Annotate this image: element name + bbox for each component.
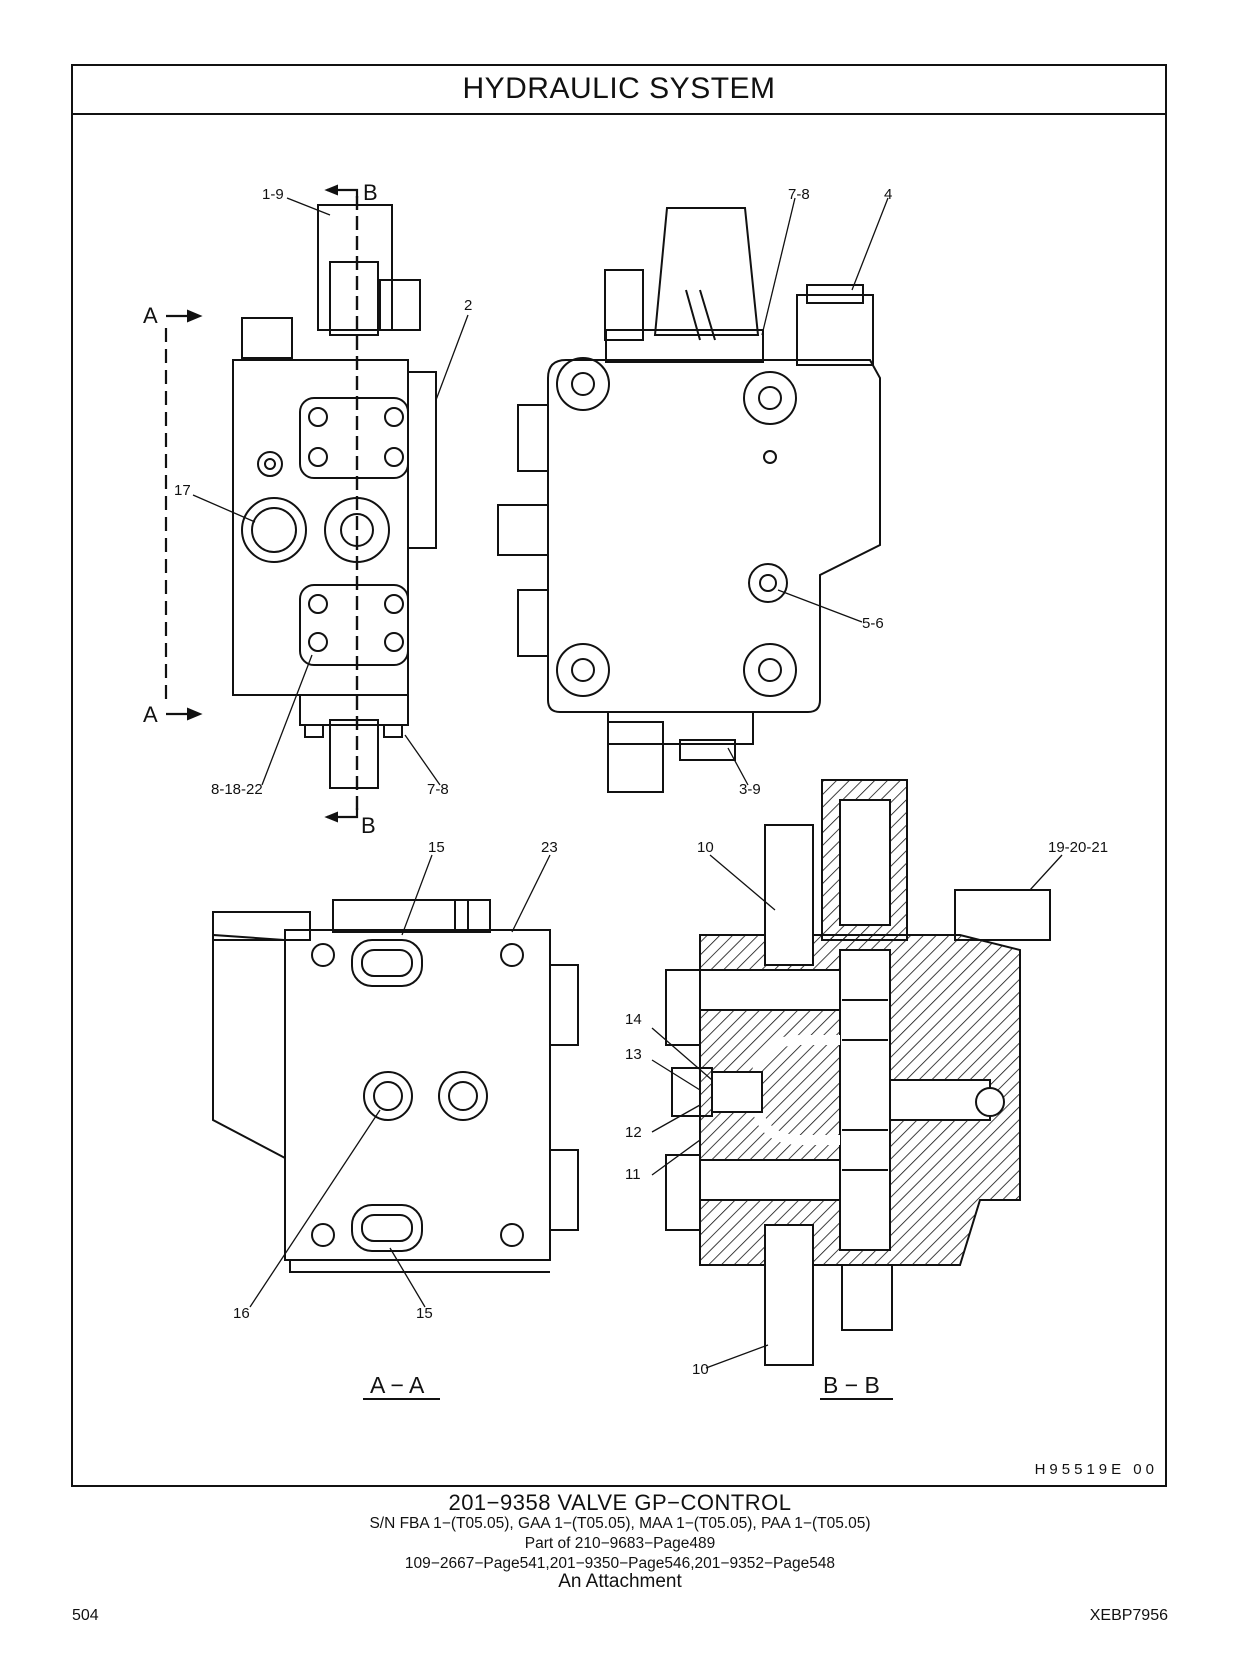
section-marker-b-top: B: [363, 180, 378, 205]
section-bb-view: [665, 779, 1051, 1366]
front-view: [497, 207, 881, 793]
section-marker-a-top: A: [143, 303, 158, 328]
callout-14: 14: [625, 1011, 642, 1028]
callout-1-9: 1-9: [262, 186, 284, 203]
section-aa-view: [212, 899, 579, 1273]
section-title-bb: B − B: [823, 1372, 880, 1398]
document-code: XEBP7956: [1089, 1607, 1168, 1624]
callout-7-8-bottom: 7-8: [427, 781, 449, 798]
callout-7-8-top: 7-8: [788, 186, 810, 203]
page-number: 504: [72, 1607, 99, 1624]
callout-12: 12: [625, 1124, 642, 1141]
callout-10-top: 10: [697, 839, 714, 856]
section-marker-b-bottom: B: [361, 813, 376, 838]
caption-part-of: Part of 210−9683−Page489: [524, 1535, 716, 1552]
page-title: HYDRAULIC SYSTEM: [462, 72, 776, 105]
callout-23: 23: [541, 839, 558, 856]
callout-3-9: 3-9: [739, 781, 761, 798]
callout-10-bottom: 10: [692, 1361, 709, 1378]
callout-8-18-22: 8-18-22: [211, 781, 263, 798]
callout-17: 17: [174, 482, 191, 499]
caption-serial-line: S/N FBA 1−(T05.05), GAA 1−(T05.05), MAA …: [369, 1515, 871, 1532]
section-marker-a-bottom: A: [143, 702, 158, 727]
callout-13: 13: [625, 1046, 642, 1063]
callout-4: 4: [884, 186, 892, 203]
caption-references: 109−2667−Page541,201−9350−Page546,201−93…: [404, 1555, 836, 1572]
title-bar: HYDRAULIC SYSTEM: [73, 66, 1165, 115]
callout-19-20-21: 19-20-21: [1048, 839, 1108, 856]
drawing-frame: HYDRAULIC SYSTEM: [71, 64, 1167, 1487]
callout-5-6: 5-6: [862, 615, 884, 632]
drawing-code: H95519E 00: [1034, 1461, 1158, 1478]
leader-lines: [192, 197, 1063, 1369]
side-view: [164, 184, 437, 823]
callout-2: 2: [464, 297, 472, 314]
callout-11: 11: [625, 1166, 641, 1183]
caption-attachment: An Attachment: [558, 1571, 682, 1592]
section-title-aa: A − A: [370, 1372, 425, 1398]
callout-15-bottom: 15: [416, 1305, 433, 1322]
caption-title: 201−9358 VALVE GP−CONTROL: [448, 1490, 792, 1515]
callout-16: 16: [233, 1305, 250, 1322]
callout-15-top: 15: [428, 839, 445, 856]
